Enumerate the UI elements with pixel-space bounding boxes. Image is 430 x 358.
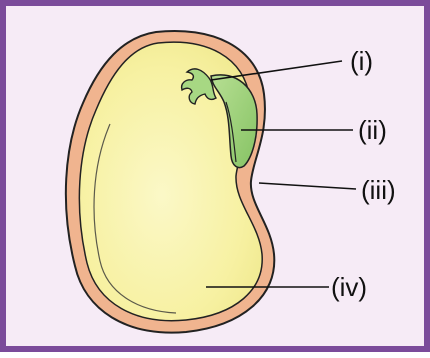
bean-seed-diagram: (i) (ii) (iii) (iv) <box>6 6 430 358</box>
label-ii: (ii) <box>358 115 387 145</box>
label-iv: (iv) <box>331 272 367 302</box>
label-iii: (iii) <box>361 175 396 205</box>
leader-line-iii <box>259 183 356 189</box>
label-i: (i) <box>350 46 373 76</box>
